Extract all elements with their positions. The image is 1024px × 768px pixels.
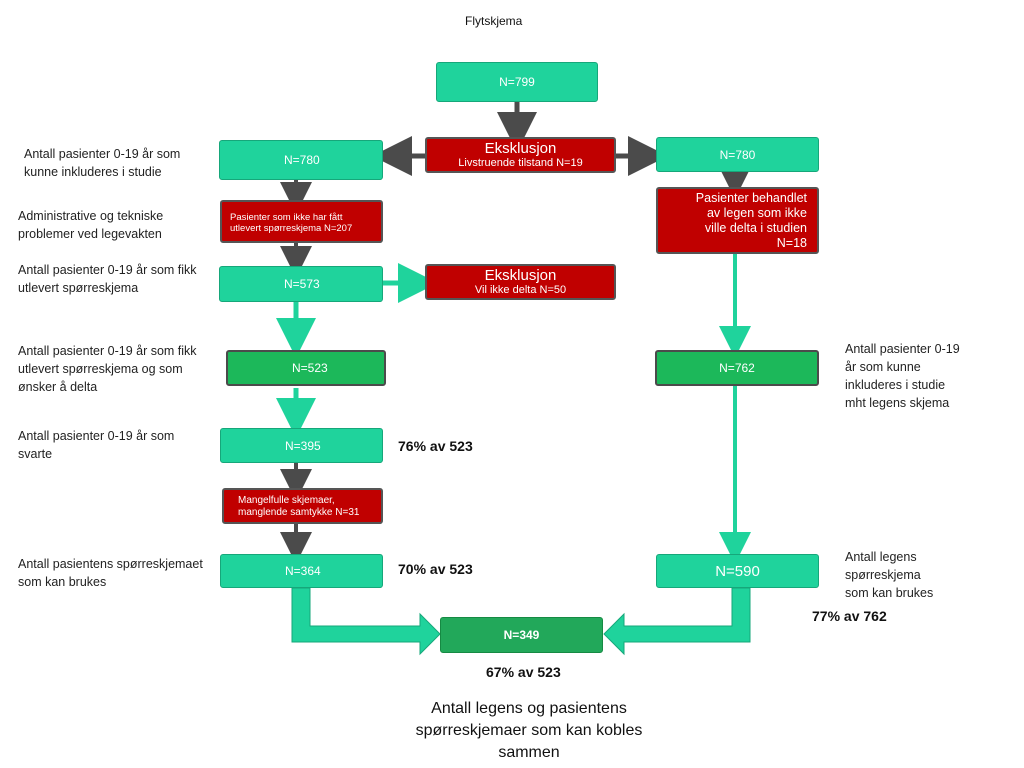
node-top: N=799	[436, 62, 598, 102]
exclusion-1-sub: Livstruende tilstand N=19	[458, 157, 583, 169]
node-left-573: N=573	[219, 266, 383, 302]
percent-77: 77% av 762	[812, 608, 887, 624]
exclusion-left-207: Pasienter som ikke har fått utlevert spø…	[220, 200, 383, 243]
label-l5: Antall pasienter 0-19 år som svarte	[18, 429, 175, 461]
node-left-780: N=780	[219, 140, 383, 180]
label-r2: Antall legens spørreskjema som kan bruke…	[845, 550, 934, 600]
node-left-395: N=395	[220, 428, 383, 463]
label-l2: Administrative og tekniske problemer ved…	[18, 209, 164, 241]
label-l6: Antall pasientens spørreskjemaet som kan…	[18, 557, 203, 589]
exclusion-left-31: Mangelfulle skjemaer, manglende samtykke…	[222, 488, 383, 524]
arrow-right-to-final	[603, 587, 751, 656]
node-final-349: N=349	[440, 617, 603, 653]
page-title: Flytskjema	[465, 14, 523, 28]
exclusion-2-sub: Vil ikke delta N=50	[474, 284, 567, 296]
label-r1: Antall pasienter 0-19 år som kunne inklu…	[845, 342, 960, 410]
label-l3: Antall pasienter 0-19 år som fikk utleve…	[18, 263, 197, 295]
exclusion-1-title: Eksklusjon	[484, 140, 557, 157]
exclusion-box-1: Eksklusjon Livstruende tilstand N=19	[425, 137, 616, 173]
percent-67: 67% av 523	[486, 664, 561, 680]
percent-70: 70% av 523	[398, 561, 473, 577]
bottom-caption: Antall legens og pasientens spørreskjema…	[415, 700, 643, 761]
exclusion-right-18: Pasienter behandlet av legen som ikke vi…	[656, 187, 819, 254]
node-left-364: N=364	[220, 554, 383, 588]
arrow-left-to-final	[291, 587, 441, 656]
node-right-780: N=780	[656, 137, 819, 172]
exclusion-box-2: Eksklusjon Vil ikke delta N=50	[425, 264, 616, 300]
node-right-762: N=762	[655, 350, 819, 386]
percent-76: 76% av 523	[398, 438, 473, 454]
node-right-590: N=590	[656, 554, 819, 588]
node-left-523: N=523	[226, 350, 386, 386]
label-l4: Antall pasienter 0-19 år som fikk utleve…	[18, 344, 197, 394]
exclusion-2-title: Eksklusjon	[484, 267, 557, 284]
label-l1: Antall pasienter 0-19 år som kunne inklu…	[24, 147, 181, 179]
